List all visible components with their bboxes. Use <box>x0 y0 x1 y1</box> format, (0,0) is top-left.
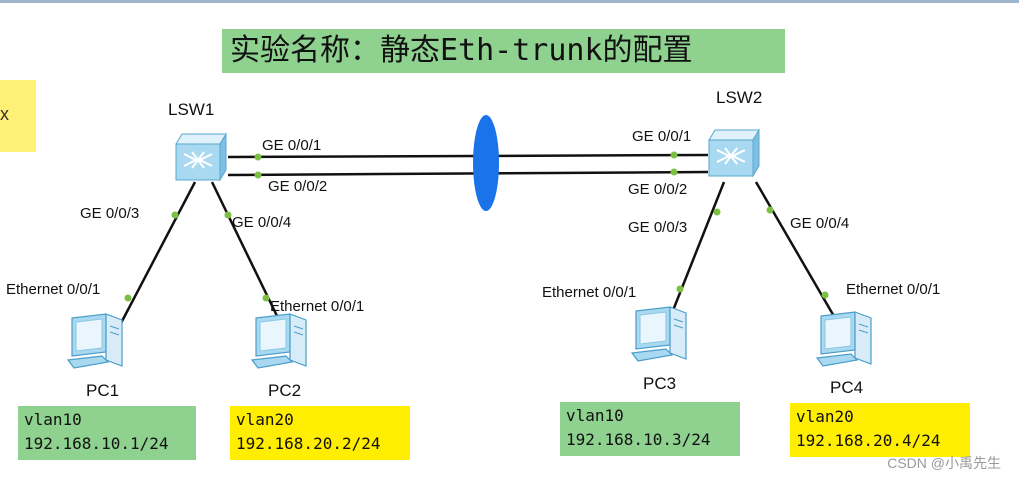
pc4-config-box: vlan20 192.168.20.4/24 <box>790 403 970 457</box>
port-label: Ethernet 0/0/1 <box>542 284 637 301</box>
eth-trunk-ellipse <box>473 115 499 211</box>
pc-name: PC2 <box>268 381 302 400</box>
port-dot <box>262 294 270 302</box>
port-label: Ethernet 0/0/1 <box>270 298 365 315</box>
vlan-label: vlan20 <box>236 410 294 429</box>
link-lsw2-pc3 <box>668 181 726 319</box>
link-lsw1-pc1 <box>118 181 197 326</box>
port-label: GE 0/0/1 <box>632 128 692 145</box>
ip-address: 192.168.10.3/24 <box>566 430 711 449</box>
pc-icon <box>66 313 123 369</box>
vlan-label: vlan10 <box>24 410 82 429</box>
switch-icon <box>175 132 227 182</box>
port-label: GE 0/0/2 <box>628 181 688 198</box>
port-label: GE 0/0/2 <box>268 178 328 195</box>
port-label: GE 0/0/3 <box>628 219 688 236</box>
port-dot <box>670 168 678 176</box>
side-note-text: x <box>0 104 9 124</box>
ip-address: 192.168.20.2/24 <box>236 434 381 453</box>
pc2-config-box: vlan20 192.168.20.2/24 <box>230 406 410 460</box>
port-dots <box>124 151 829 302</box>
port-dot <box>224 211 232 219</box>
port-dot <box>124 294 132 302</box>
pc-icon <box>815 311 872 367</box>
switch-name-lsw1: LSW1 <box>168 100 215 119</box>
port-dot <box>821 291 829 299</box>
vlan-label: vlan10 <box>566 406 624 425</box>
trunk-link-1 <box>227 153 709 159</box>
switch-name-lsw2: LSW2 <box>716 88 763 107</box>
pc-name: PC4 <box>830 378 864 397</box>
port-label: GE 0/0/4 <box>232 214 292 231</box>
trunk-link-2 <box>227 170 709 177</box>
port-label: Ethernet 0/0/1 <box>846 281 941 298</box>
port-dot <box>676 285 684 293</box>
side-note: x <box>0 80 36 152</box>
port-dot <box>713 208 721 216</box>
pc-icon <box>250 313 307 369</box>
port-dot <box>254 171 262 179</box>
ip-address: 192.168.10.1/24 <box>24 434 169 453</box>
vlan-label: vlan20 <box>796 407 854 426</box>
experiment-title: 实验名称：静态Eth-trunk的配置 <box>222 29 785 73</box>
port-dot <box>171 211 179 219</box>
port-label: GE 0/0/3 <box>80 205 140 222</box>
pc1-config-box: vlan10 192.168.10.1/24 <box>18 406 196 460</box>
switch-icon <box>708 128 760 178</box>
pc-name: PC1 <box>86 381 120 400</box>
pc-name: PC3 <box>643 374 677 393</box>
port-label: Ethernet 0/0/1 <box>6 281 101 298</box>
port-label: GE 0/0/1 <box>262 137 322 154</box>
port-dot <box>670 151 678 159</box>
watermark: CSDN @小禹先生 <box>887 455 1001 471</box>
ip-address: 192.168.20.4/24 <box>796 431 941 450</box>
port-dot <box>766 206 774 214</box>
pc-icon <box>630 306 687 362</box>
top-divider <box>0 0 1019 3</box>
port-dot <box>254 153 262 161</box>
port-label: GE 0/0/4 <box>790 215 850 232</box>
pc3-config-box: vlan10 192.168.10.3/24 <box>560 402 740 456</box>
